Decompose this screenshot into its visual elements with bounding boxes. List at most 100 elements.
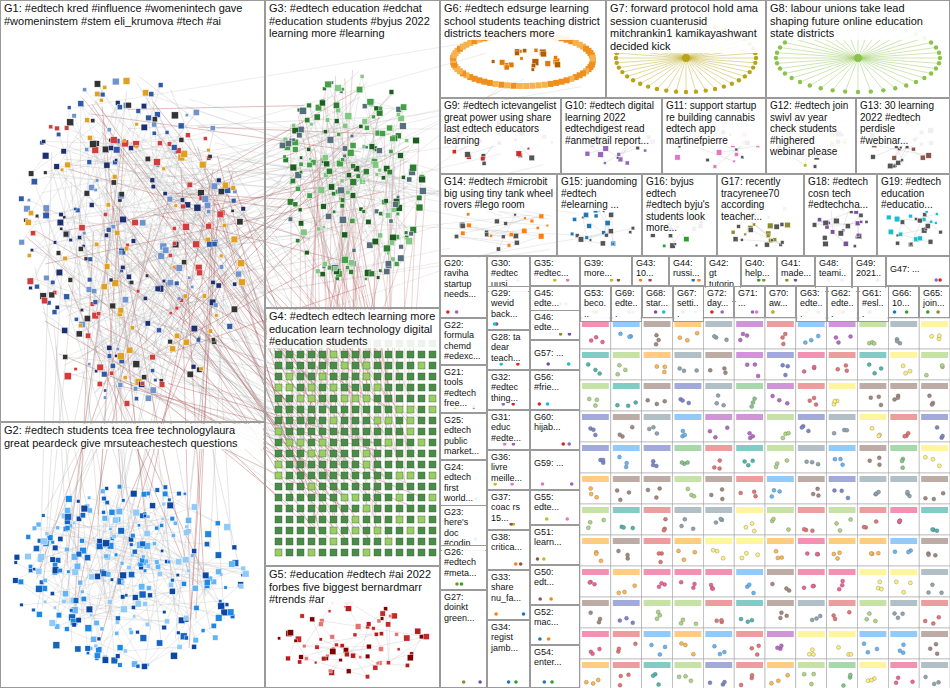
network-edge bbox=[686, 58, 696, 92]
network-edge bbox=[59, 134, 149, 398]
tiny-group-cell bbox=[642, 566, 673, 597]
vertex bbox=[63, 355, 68, 360]
vertex bbox=[160, 523, 164, 527]
tiny-group-band bbox=[798, 445, 825, 451]
vertex bbox=[191, 325, 197, 331]
vertex bbox=[153, 542, 157, 546]
vertex bbox=[163, 247, 169, 253]
vertex bbox=[13, 578, 18, 583]
tiny-group-cell bbox=[703, 442, 734, 473]
network-edge bbox=[290, 172, 412, 219]
vertex bbox=[183, 223, 190, 230]
network-edge bbox=[135, 552, 173, 581]
vertex bbox=[79, 225, 85, 231]
vertex bbox=[299, 156, 302, 159]
tiny-group-band bbox=[582, 600, 609, 606]
tiny-group-band bbox=[582, 383, 609, 389]
tiny-group-cell bbox=[858, 659, 889, 688]
tiny-group-band bbox=[767, 600, 794, 606]
vertex bbox=[18, 579, 23, 584]
network-edge bbox=[164, 584, 184, 612]
network-edge bbox=[125, 647, 179, 651]
vertex bbox=[215, 314, 218, 317]
vertex bbox=[307, 193, 312, 198]
vertex bbox=[347, 149, 354, 156]
vertex bbox=[77, 236, 81, 240]
vertex bbox=[391, 207, 396, 212]
vertex bbox=[51, 280, 55, 284]
network-edge bbox=[91, 609, 124, 615]
vertex bbox=[232, 545, 237, 550]
tiny-group-band bbox=[705, 538, 732, 544]
network-edge bbox=[858, 58, 924, 78]
network-edge bbox=[686, 53, 755, 58]
vertex bbox=[369, 271, 375, 277]
vertex bbox=[63, 256, 67, 260]
tiny-group-cell bbox=[827, 380, 858, 411]
vertex bbox=[241, 566, 246, 571]
network-edge bbox=[21, 586, 241, 604]
network-edge bbox=[137, 147, 215, 244]
network-edge bbox=[792, 58, 858, 78]
network-edge bbox=[123, 500, 166, 561]
vertex bbox=[62, 327, 68, 333]
tiny-group-band bbox=[613, 507, 640, 513]
network-edge bbox=[86, 259, 153, 390]
network-edge bbox=[144, 626, 213, 667]
vertex bbox=[174, 333, 179, 338]
vertex bbox=[404, 231, 408, 235]
vertex bbox=[406, 238, 413, 245]
network-edge bbox=[321, 639, 378, 663]
vertex bbox=[400, 123, 406, 129]
vertex bbox=[142, 664, 148, 670]
vertex bbox=[76, 331, 82, 337]
tiny-group-cell bbox=[703, 659, 734, 688]
tiny-group-band bbox=[890, 600, 917, 606]
network-edge bbox=[322, 621, 426, 637]
tiny-group-band bbox=[767, 569, 794, 575]
vertex bbox=[325, 118, 329, 122]
vertex bbox=[231, 209, 234, 212]
vertex bbox=[120, 572, 127, 579]
tiny-group-cell bbox=[796, 380, 827, 411]
vertex bbox=[101, 284, 107, 290]
tiny-group-band bbox=[736, 631, 763, 637]
vertex bbox=[191, 285, 194, 288]
vertex bbox=[204, 202, 210, 208]
network-edge bbox=[46, 216, 100, 368]
network-edge bbox=[164, 556, 192, 628]
network-edge bbox=[323, 101, 363, 181]
vertex bbox=[97, 539, 102, 544]
tiny-group-cell bbox=[796, 566, 827, 597]
vertex bbox=[118, 663, 122, 667]
vertex bbox=[183, 557, 189, 563]
tiny-group-band bbox=[613, 662, 640, 668]
vertex bbox=[30, 248, 33, 251]
vertex bbox=[167, 196, 173, 202]
vertex bbox=[290, 178, 295, 183]
network-edge bbox=[66, 529, 145, 667]
tiny-group-band bbox=[829, 569, 856, 575]
network-edge bbox=[299, 81, 326, 460]
network-edge bbox=[96, 227, 186, 371]
vertex bbox=[390, 234, 397, 241]
network-edge bbox=[30, 94, 151, 281]
network-edge bbox=[120, 349, 172, 385]
vertex bbox=[327, 136, 334, 143]
tiny-group-cell bbox=[765, 659, 796, 688]
tiny-group-cell bbox=[611, 349, 642, 380]
network-edge bbox=[45, 103, 118, 301]
vertex bbox=[165, 130, 169, 134]
vertex bbox=[168, 253, 172, 257]
vertex bbox=[350, 179, 357, 186]
vertex bbox=[151, 369, 155, 373]
tiny-group-band bbox=[798, 538, 825, 544]
vertex bbox=[143, 296, 147, 300]
tiny-group-band bbox=[829, 414, 856, 420]
tiny-group-band bbox=[921, 352, 948, 358]
vertex bbox=[103, 85, 107, 89]
tiny-group-band bbox=[860, 414, 887, 420]
tiny-group-cell bbox=[765, 411, 796, 442]
vertex bbox=[191, 364, 196, 369]
vertex bbox=[88, 135, 93, 140]
